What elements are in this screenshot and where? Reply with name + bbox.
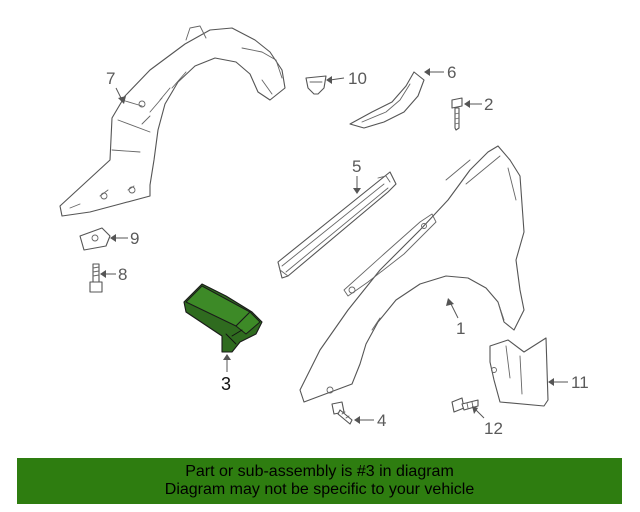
info-banner: Part or sub-assembly is #3 in diagram Di… (17, 458, 622, 504)
seal-part-6[interactable] (349, 71, 425, 129)
mud-flap-part-11[interactable] (489, 337, 549, 407)
support-rail-part-5[interactable] (277, 171, 397, 279)
callout-2: 2 (484, 95, 493, 114)
screw-part-8[interactable] (89, 263, 103, 293)
banner-line-1: Part or sub-assembly is #3 in diagram (185, 463, 454, 480)
callout-3: 3 (221, 374, 231, 394)
callout-8: 8 (118, 265, 127, 284)
bolt-part-2[interactable] (451, 97, 463, 131)
fender-liner-part-7[interactable] (59, 25, 286, 217)
bolt-part-12[interactable] (451, 397, 479, 413)
callout-10: 10 (348, 69, 367, 88)
banner-line-2: Diagram may not be specific to your vehi… (164, 481, 475, 498)
callout-9: 9 (130, 229, 139, 248)
callout-7: 7 (106, 69, 115, 88)
callout-4: 4 (377, 411, 386, 430)
callout-1: 1 (456, 319, 465, 338)
bracket-part-3-highlighted[interactable] (183, 283, 263, 353)
callout-6: 6 (447, 63, 456, 82)
callout-5: 5 (352, 157, 361, 176)
push-clip-part-10[interactable] (305, 75, 327, 95)
leader-lines (100, 68, 568, 424)
fender-part-1[interactable] (299, 145, 525, 403)
callout-12: 12 (484, 419, 503, 438)
bolt-part-4[interactable] (331, 401, 353, 425)
nut-part-9[interactable] (79, 227, 111, 251)
parts-diagram: 7 10 6 2 5 1 9 8 3 11 4 12 (59, 25, 589, 438)
callout-11: 11 (571, 373, 589, 392)
